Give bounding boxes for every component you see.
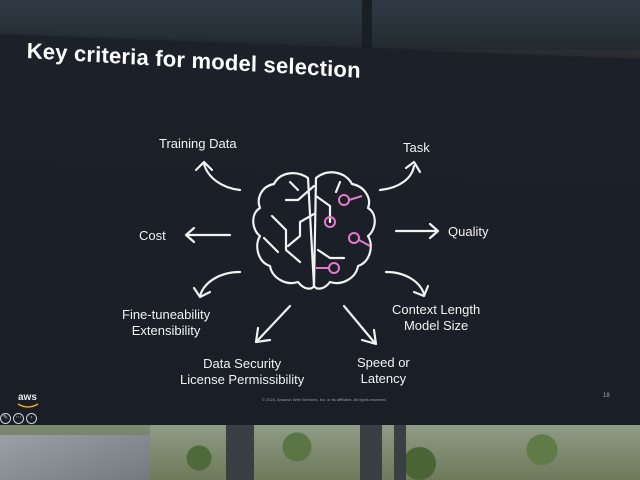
label-quality: Quality (448, 224, 489, 239)
aws-smile (17, 403, 39, 408)
brain-icon (252, 171, 376, 290)
window-mullion (394, 425, 406, 480)
label-speed: Speed or Latency (357, 355, 410, 386)
copyright-notice: © 2024, Amazon Web Services, Inc. or its… (262, 397, 387, 402)
label-context-length: Context Length Model Size (392, 302, 481, 333)
ceiling-seam (362, 0, 372, 48)
window-mullion (226, 425, 254, 480)
arrow-speed (342, 304, 376, 344)
arrow-training-data (202, 162, 242, 192)
arrow-data-security (256, 304, 292, 342)
aws-logo: aws (18, 392, 37, 403)
window-view (0, 425, 640, 480)
next-icon: › (26, 413, 37, 424)
window-mullion (360, 425, 382, 480)
label-cost: Cost (139, 228, 166, 243)
more-icon: ⋯ (13, 413, 24, 424)
arrow-fine-tuneability (198, 270, 242, 298)
page-number: 18 (603, 393, 610, 399)
label-task: Task (403, 140, 430, 155)
arrow-context-length (384, 270, 426, 296)
neuron-nodes (316, 194, 371, 274)
arrow-task (378, 164, 416, 192)
highway (0, 435, 150, 480)
label-data-security: Data Security License Permissibility (180, 356, 305, 387)
edit-icon: ✎ (0, 413, 11, 424)
slide-controls: ✎ ⋯ › (0, 413, 37, 424)
label-training-data: Training Data (159, 136, 237, 151)
label-fine-tuneability: Fine-tuneability Extensibility (122, 307, 211, 338)
